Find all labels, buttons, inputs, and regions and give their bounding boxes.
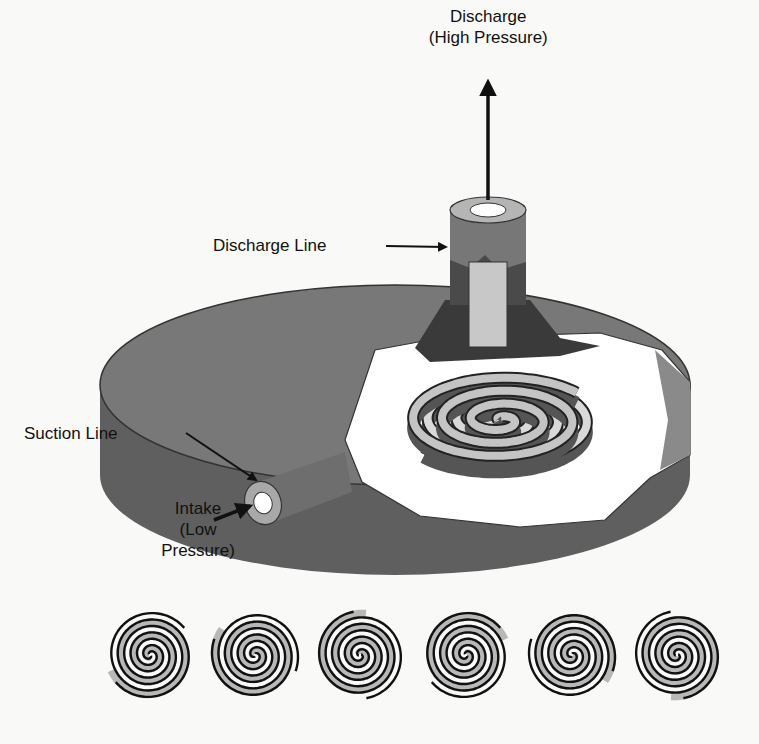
- compression-sequence: [111, 612, 718, 698]
- scroll-spiral: [432, 620, 505, 697]
- discharge-flow-arrow: [486, 82, 490, 200]
- cutaway-opening: [345, 333, 690, 527]
- scroll-spiral: [427, 613, 500, 690]
- scroll-stage-icon: [529, 615, 615, 695]
- scroll-spiral: [529, 622, 609, 695]
- leader-line: [386, 246, 446, 247]
- scroll-stage-icon: [111, 613, 188, 697]
- scroll-spiral: [326, 617, 401, 698]
- flow-label: Intake (Low Pressure): [158, 498, 238, 561]
- part-label: Suction Line: [24, 423, 118, 444]
- scroll-stage-icon: [319, 612, 401, 698]
- discharge-pipe-end: [450, 197, 526, 223]
- scroll-wrap-outline: [413, 378, 577, 456]
- suction-pipe-end: [239, 477, 287, 530]
- scroll-set: [413, 378, 587, 473]
- scroll-spiral: [111, 613, 184, 690]
- inner-discharge-tube: [469, 262, 507, 347]
- suction-pipe-hole: [251, 490, 275, 516]
- scroll-spiral: [636, 612, 711, 693]
- discharge-pipe-hole: [470, 203, 506, 217]
- scroll-stage-icon: [212, 615, 298, 695]
- leader-line: [186, 433, 256, 480]
- housing-wall-cut: [655, 350, 690, 470]
- scroll-spiral: [116, 620, 189, 697]
- scroll-stage-icon: [636, 612, 718, 698]
- scroll-wrap: [413, 378, 577, 456]
- scroll-spiral: [218, 615, 298, 688]
- part-label: Discharge Line: [213, 235, 326, 256]
- flow-label: Discharge (High Pressure): [428, 6, 549, 48]
- scroll-stage-icon: [427, 613, 504, 697]
